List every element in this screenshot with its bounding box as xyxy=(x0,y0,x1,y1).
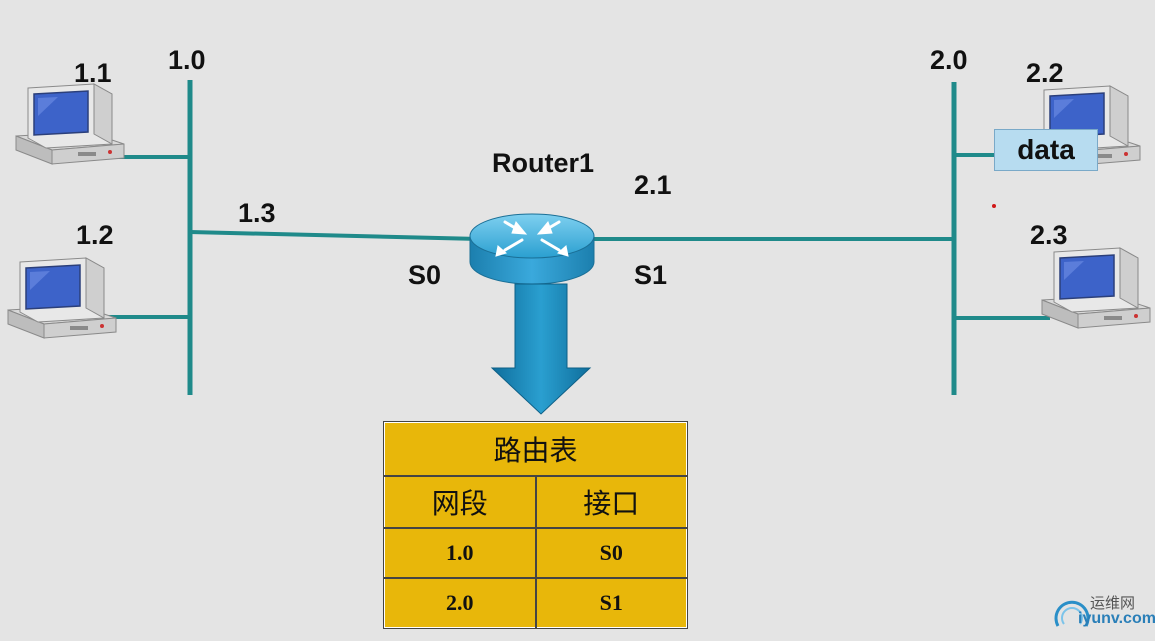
link-router-left xyxy=(189,230,481,241)
label-host-2-3: 2.3 xyxy=(1030,220,1068,250)
label-network-left: 1.0 xyxy=(168,45,206,75)
computer-2-3-icon xyxy=(1041,247,1151,329)
label-host-2-2: 2.2 xyxy=(1026,58,1064,88)
router-icon xyxy=(469,213,595,285)
label-router-name: Router1 xyxy=(492,148,595,178)
label-router-port-left: 1.3 xyxy=(238,198,276,228)
label-network-right: 2.0 xyxy=(930,45,968,75)
watermark-logo-icon xyxy=(1054,600,1090,627)
label-host-1-2: 1.2 xyxy=(76,220,114,250)
marker-dot xyxy=(992,204,996,208)
data-packet-label: data xyxy=(994,129,1098,171)
computer-1-1-icon xyxy=(15,83,125,165)
label-interface-s0: S0 xyxy=(408,260,442,290)
table-cell: 1.0 xyxy=(383,527,537,579)
routing-table: 路由表 网段 接口 1.0 S0 2.0 S1 xyxy=(383,421,688,629)
table-cell: S1 xyxy=(534,577,688,629)
watermark-cn-text: 运维网 xyxy=(1090,594,1136,612)
table-cell: S0 xyxy=(534,527,688,579)
routing-table-title: 路由表 xyxy=(383,421,688,477)
label-host-1-1: 1.1 xyxy=(74,58,112,88)
table-cell: 2.0 xyxy=(383,577,537,629)
table-row: 1.0 S0 xyxy=(383,527,688,579)
label-interface-s1: S1 xyxy=(634,260,668,290)
watermark-url-text: iyunv.com xyxy=(1078,610,1155,627)
label-router-port-right: 2.1 xyxy=(634,170,672,200)
table-row: 2.0 S1 xyxy=(383,577,688,629)
routing-table-header-interface: 接口 xyxy=(534,475,688,529)
computer-1-2-icon xyxy=(7,257,117,339)
watermark: 运维网 iyunv.com xyxy=(1052,586,1155,634)
down-arrow-icon xyxy=(490,283,592,415)
routing-table-header-segment: 网段 xyxy=(383,475,537,529)
